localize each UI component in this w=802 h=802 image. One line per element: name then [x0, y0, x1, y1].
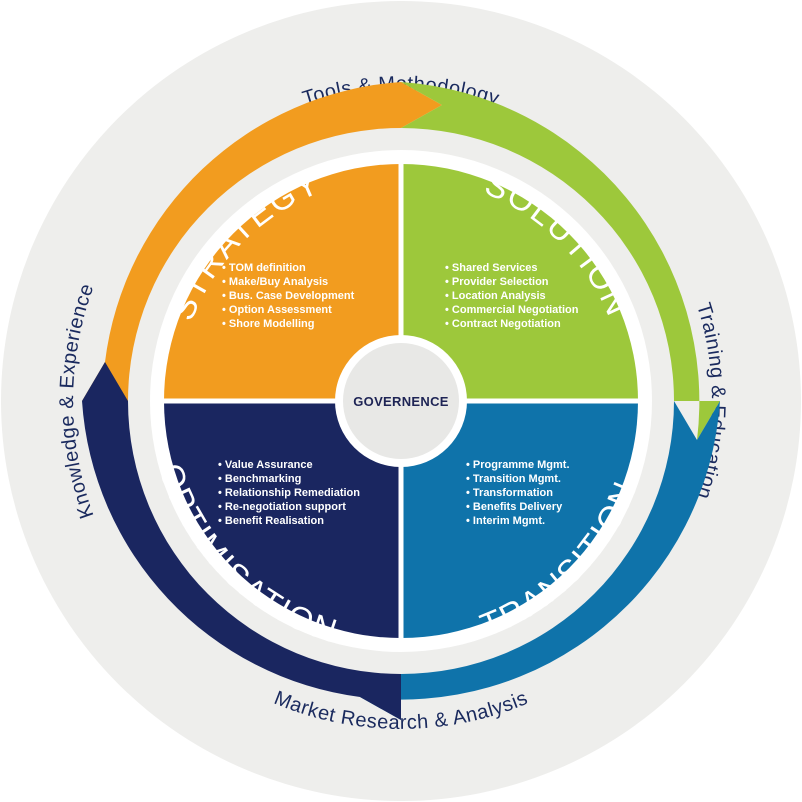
list-item: • Commercial Negotiation	[445, 304, 579, 316]
list-item: • Transformation	[466, 487, 553, 499]
list-item: • Transition Mgmt.	[466, 473, 561, 485]
list-item: • Benefits Delivery	[466, 501, 563, 513]
optimisation-list: • Value Assurance • Benchmarking • Relat…	[218, 459, 360, 527]
list-item: • Benefit Realisation	[218, 515, 324, 527]
transition-arrow	[360, 401, 720, 720]
transition-quadrant	[401, 401, 638, 638]
optimisation-quadrant	[164, 401, 401, 638]
solution-quadrant	[401, 164, 638, 401]
list-item: • Make/Buy Analysis	[222, 276, 328, 288]
list-item: • Bus. Case Development	[222, 290, 355, 302]
list-item: • Location Analysis	[445, 290, 546, 302]
strategy-arrow	[82, 82, 442, 401]
list-item: • Value Assurance	[218, 459, 313, 471]
strategy-list: • TOM definition • Make/Buy Analysis • B…	[222, 262, 355, 330]
optimisation-arrow	[82, 362, 401, 720]
list-item: • Contract Negotiation	[445, 318, 561, 330]
list-item: • Provider Selection	[445, 276, 549, 288]
list-item: • Interim Mgmt.	[466, 515, 545, 527]
list-item: • Benchmarking	[218, 473, 301, 485]
list-item: • TOM definition	[222, 262, 306, 274]
solution-list: • Shared Services • Provider Selection •…	[445, 262, 579, 330]
list-item: • Shared Services	[445, 262, 538, 274]
transition-list: • Programme Mgmt. • Transition Mgmt. • T…	[466, 459, 570, 527]
list-item: • Programme Mgmt.	[466, 459, 570, 471]
list-item: • Relationship Remediation	[218, 487, 360, 499]
governance-label: GOVERNENCE	[353, 394, 448, 409]
list-item: • Re-negotiation support	[218, 501, 346, 513]
governance-circle	[343, 343, 459, 459]
list-item: • Option Assessment	[222, 304, 332, 316]
list-item: • Shore Modelling	[222, 318, 314, 330]
strategy-quadrant	[164, 164, 401, 401]
solution-arrow	[401, 82, 720, 440]
